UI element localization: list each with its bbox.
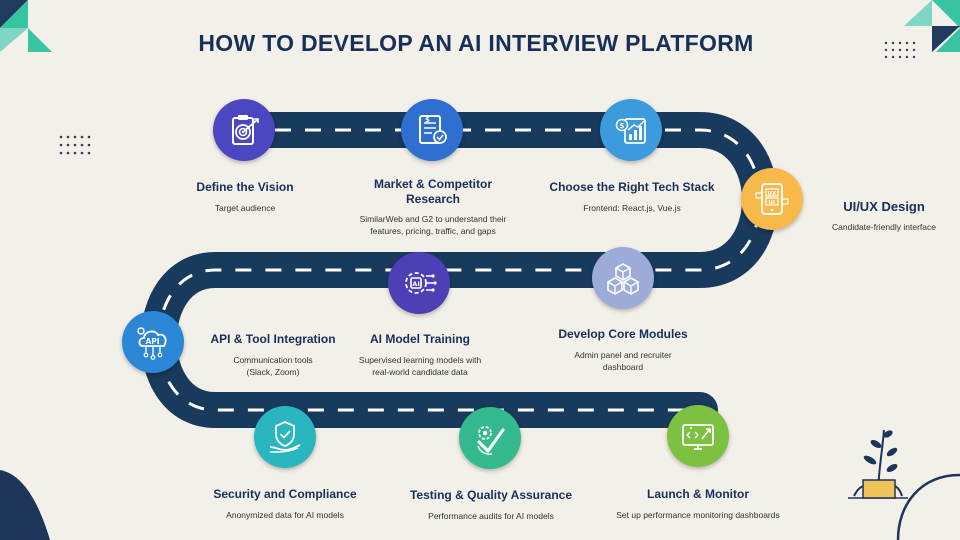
step-10-title: Launch & Monitor <box>647 487 749 501</box>
corner-arc-bottom-right <box>896 473 960 540</box>
research-document-icon: $ <box>419 115 447 144</box>
step-5-icon-circle <box>592 247 654 309</box>
step-2-icon-circle: $ <box>401 99 463 161</box>
ai-chip-gear-icon: AI <box>405 272 437 294</box>
step-1-title: Define the Vision <box>196 180 294 194</box>
svg-text:API: API <box>146 337 160 346</box>
step-4-desc: Candidate-friendly interface <box>832 222 936 232</box>
step-2-desc: SimilarWeb and G2 to understand their fe… <box>360 213 507 237</box>
step-1-desc: Target audience <box>214 203 276 213</box>
step-3-title: Choose the Right Tech Stack <box>549 180 715 194</box>
step-2-desc-line-1: SimilarWeb and G2 to understand their <box>359 214 507 224</box>
svg-text:$: $ <box>620 122 625 130</box>
step-5-title: Develop Core Modules <box>558 327 688 341</box>
plant-pot-decoration <box>848 429 908 499</box>
corner-triangles-right <box>904 0 960 52</box>
ui-ux-mobile-icon: UX UI <box>755 183 789 215</box>
step-10-icon-circle <box>667 405 729 467</box>
step-6-desc-line-1: Supervised learning models with <box>358 355 482 365</box>
step-7-desc: Communication tools (Slack, Zoom) <box>233 354 312 378</box>
step-3-icon-circle: $ <box>600 99 662 161</box>
step-6-desc: Supervised learning models with real-wor… <box>359 354 481 378</box>
step-5-desc-line-1: Admin panel and recruiter <box>574 350 672 360</box>
step-4-title: UI/UX Design <box>843 199 925 214</box>
step-7-desc-line-1: Communication tools <box>233 355 313 365</box>
gear-check-icon <box>477 426 505 455</box>
dot-grid-right <box>884 41 916 59</box>
svg-text:$: $ <box>425 116 430 124</box>
step-4-icon-circle: UX UI <box>741 168 803 230</box>
tech-stack-chart-icon: $ <box>615 118 646 144</box>
step-8-title: Security and Compliance <box>213 487 357 501</box>
step-5-desc-line-2: dashboard <box>602 362 644 372</box>
step-6-icon-circle: AI <box>388 252 450 314</box>
step-2-title: Market & Competitor Research <box>374 177 492 207</box>
corner-triangles-left <box>0 0 52 52</box>
step-6-title: AI Model Training <box>369 332 471 346</box>
cubes-icon <box>607 263 639 295</box>
step-9-desc: Performance audits for AI models <box>428 511 554 521</box>
security-shield-hand-icon <box>269 421 301 453</box>
step-8-icon-circle <box>254 406 316 468</box>
step-1-icon-circle <box>213 99 275 161</box>
step-2-title-line-2: Research <box>405 192 461 206</box>
svg-text:UI: UI <box>769 200 776 206</box>
step-2-desc-line-2: features, pricing, traffic, and gaps <box>370 226 496 236</box>
target-clipboard-icon <box>232 115 259 145</box>
step-7-title: API & Tool Integration <box>210 332 336 346</box>
step-10-desc: Set up performance monitoring dashboards <box>616 510 780 520</box>
step-9-title: Testing & Quality Assurance <box>409 488 573 502</box>
api-cloud-icon: API <box>137 327 167 360</box>
step-2-title-line-1: Market & Competitor <box>373 177 493 191</box>
dot-grid-left <box>59 135 91 155</box>
step-7-icon-circle: API <box>122 311 184 373</box>
step-5-desc: Admin panel and recruiter dashboard <box>574 349 671 373</box>
monitor-rocket-icon <box>682 424 714 450</box>
corner-blob-bottom-left <box>0 470 50 540</box>
step-9-icon-circle <box>459 407 521 469</box>
page-title: HOW TO DEVELOP AN AI INTERVIEW PLATFORM <box>198 30 754 56</box>
step-8-desc: Anonymized data for AI models <box>226 510 344 520</box>
svg-text:UX: UX <box>768 191 777 197</box>
step-3-desc: Frontend: React.js, Vue.js <box>583 203 681 213</box>
svg-text:AI: AI <box>412 280 419 288</box>
step-6-desc-line-2: real-world candidate data <box>372 367 468 377</box>
step-7-desc-line-2: (Slack, Zoom) <box>246 367 300 377</box>
